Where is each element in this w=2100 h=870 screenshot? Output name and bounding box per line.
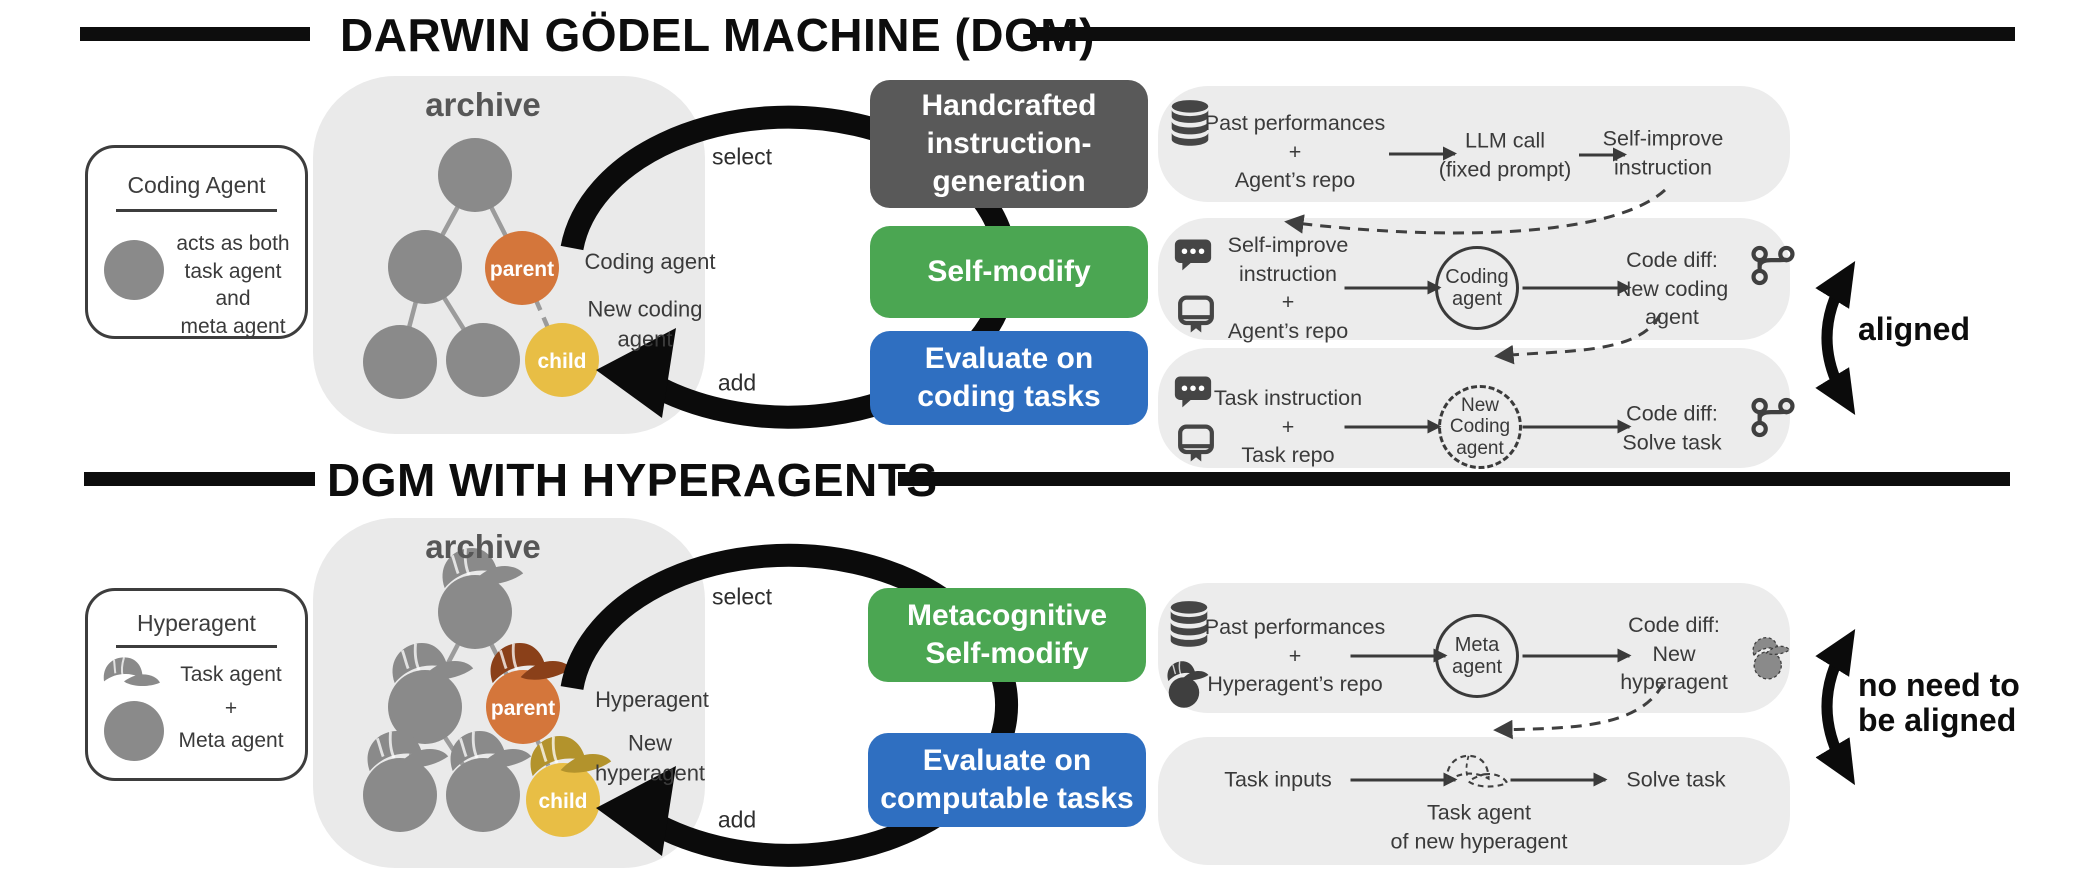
double-arrow-no-need-aligned xyxy=(1815,628,1856,786)
arrow-right xyxy=(1344,280,1442,295)
title-rule-right-hyper xyxy=(898,472,2010,486)
parent-note-dgm: Coding agent xyxy=(584,249,716,275)
arrow-right xyxy=(1522,280,1632,295)
agent-circle-icon xyxy=(104,240,164,300)
arrow-right xyxy=(1389,146,1457,161)
hyperagent-icon xyxy=(1164,655,1218,716)
legend-plus: + xyxy=(224,697,238,720)
step-self-modify: Self-modify xyxy=(870,226,1148,318)
select-label-hyper: select xyxy=(711,583,773,610)
legend-description: acts as both task agent and meta agent xyxy=(176,232,290,339)
arrow-right xyxy=(1510,772,1608,787)
legend-title: Coding Agent xyxy=(127,172,266,198)
flow-input: Self-improve instruction + Agent’s repo xyxy=(1227,232,1349,343)
arrow-right xyxy=(1350,772,1458,787)
repo-icon xyxy=(1177,424,1215,467)
flow-panel-handcrafted: Past performances + Agent’s repo LLM cal… xyxy=(1158,86,1790,202)
step-metacognitive-self-modify: Metacognitive Self-modify xyxy=(868,588,1146,682)
flow-input: Past performances + Agent’s repo xyxy=(1204,111,1386,193)
arrow-right xyxy=(1522,648,1632,663)
git-branch-icon xyxy=(1750,397,1796,444)
arrow-right xyxy=(1350,648,1448,663)
add-label-hyper: add xyxy=(717,806,757,833)
archive-label-hyper: archive xyxy=(425,528,541,565)
title-rule-right-dgm xyxy=(1030,27,2015,41)
new-coding-agent-circle: New Coding agent xyxy=(1438,385,1522,469)
legend-coding-agent: Coding Agent acts as both task agent and… xyxy=(85,145,308,339)
step-evaluate-computable-tasks: Evaluate on computable tasks xyxy=(868,733,1146,827)
section-title-dgm: DARWIN GÖDEL MACHINE (DGM) xyxy=(340,9,1095,61)
legend-hyperagent: Hyperagent Task agent + Meta agent xyxy=(85,588,308,781)
legend-divider xyxy=(116,645,277,648)
flow-output: Self-improve instruction xyxy=(1602,126,1724,179)
flow-output: Solve task xyxy=(1626,767,1726,792)
step-handcrafted-instruction-generation: Handcrafted instruction- generation xyxy=(870,80,1148,208)
agent-circle-icon xyxy=(104,701,164,761)
flow-output: Code diff: New coding agent xyxy=(1615,248,1729,330)
legend-task-agent: Task agent xyxy=(180,663,282,686)
double-arrow-aligned xyxy=(1815,260,1856,416)
archive-label-dgm: archive xyxy=(425,86,541,123)
new-hyperagent-dashed-icon xyxy=(1750,631,1798,688)
parent-note-hyper: Hyperagent xyxy=(595,687,709,713)
title-rule-left-hyper xyxy=(84,472,315,486)
flow-panel-self-modify: Self-improve instruction + Agent’s repo … xyxy=(1158,218,1795,343)
step-evaluate-coding-tasks: Evaluate on coding tasks xyxy=(870,331,1148,425)
arrow-right xyxy=(1344,419,1442,434)
flow-input: Task inputs xyxy=(1224,767,1332,792)
child-note-dgm: New coding agent xyxy=(587,296,703,351)
flow-panel-evaluate-computable: Task inputs Solve task Task agent of new… xyxy=(1158,737,1790,865)
flow-process: LLM call (fixed prompt) xyxy=(1438,128,1572,181)
flow-panel-meta-modify: Past performances + Hyperagent’s repo Me… xyxy=(1158,583,1791,716)
legend-divider xyxy=(116,209,277,212)
repo-icon xyxy=(1177,295,1215,338)
flow-output: Code diff: Solve task xyxy=(1622,401,1722,454)
meta-agent-circle: Meta agent xyxy=(1435,614,1519,698)
database-icon xyxy=(1169,601,1209,654)
add-label-dgm: add xyxy=(717,369,757,396)
task-agent-dashed-cap-icon xyxy=(1443,751,1517,798)
title-rule-left-dgm xyxy=(80,27,310,41)
message-icon xyxy=(1174,376,1212,414)
git-branch-icon xyxy=(1750,245,1796,292)
flow-output: Code diff: New hyperagent xyxy=(1620,613,1728,695)
coding-agent-circle: Coding agent xyxy=(1435,246,1519,330)
message-icon xyxy=(1174,239,1212,277)
flow-input: Task instruction + Task repo xyxy=(1213,386,1363,468)
legend-title: Hyperagent xyxy=(137,610,256,636)
alignment-label-hyper: no need to be aligned xyxy=(1858,667,2020,739)
alignment-label-dgm: aligned xyxy=(1858,311,1971,347)
task-agent-caption: Task agent of new hyperagent xyxy=(1390,800,1568,853)
select-label-dgm: select xyxy=(711,143,773,170)
section-title-hyper: DGM WITH HYPERAGENTS xyxy=(327,454,938,506)
arrow-right xyxy=(1579,147,1627,162)
legend-meta-agent: Meta agent xyxy=(178,729,284,752)
arrow-right xyxy=(1522,419,1632,434)
flow-panel-evaluate: Task instruction + Task repo New Coding … xyxy=(1158,348,1795,469)
flow-input: Past performances + Hyperagent’s repo xyxy=(1204,615,1386,697)
database-icon xyxy=(1170,100,1210,153)
cap-icon xyxy=(100,653,164,696)
child-note-hyper: New hyperagent xyxy=(594,730,706,785)
